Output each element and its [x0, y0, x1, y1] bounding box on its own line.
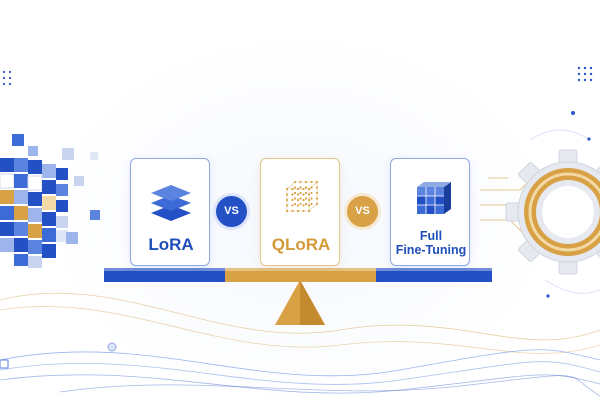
lora-label: LoRA	[148, 235, 194, 254]
block-cube-icon	[417, 182, 451, 214]
full-fine-tuning-card: Full Fine-Tuning	[390, 158, 470, 266]
qlora-label: QLoRA	[271, 235, 331, 254]
dot-grid-top-right	[577, 66, 593, 82]
wave-lines	[0, 292, 600, 397]
seesaw-beam	[104, 268, 492, 282]
qlora-card: QLoRA	[260, 158, 340, 266]
vs-badge-second: VS	[347, 196, 378, 227]
full-fine-tuning-label: Full Fine-Tuning	[391, 229, 471, 257]
full-fine-tuning-label-line2: Fine-Tuning	[395, 243, 467, 257]
cube-cluster-icon	[0, 134, 100, 268]
stacked-layers-icon	[151, 185, 191, 221]
blue-dots	[107, 111, 591, 352]
vs-badge-first: VS	[216, 196, 247, 227]
full-fine-tuning-label-line1: Full	[419, 229, 443, 243]
dotted-cube-icon	[285, 180, 319, 213]
lora-card: LoRA	[130, 158, 210, 266]
dot-grid-left	[2, 70, 12, 86]
gear-icon	[505, 149, 600, 275]
seesaw-fulcrum	[275, 280, 325, 325]
corner-square	[0, 359, 9, 369]
